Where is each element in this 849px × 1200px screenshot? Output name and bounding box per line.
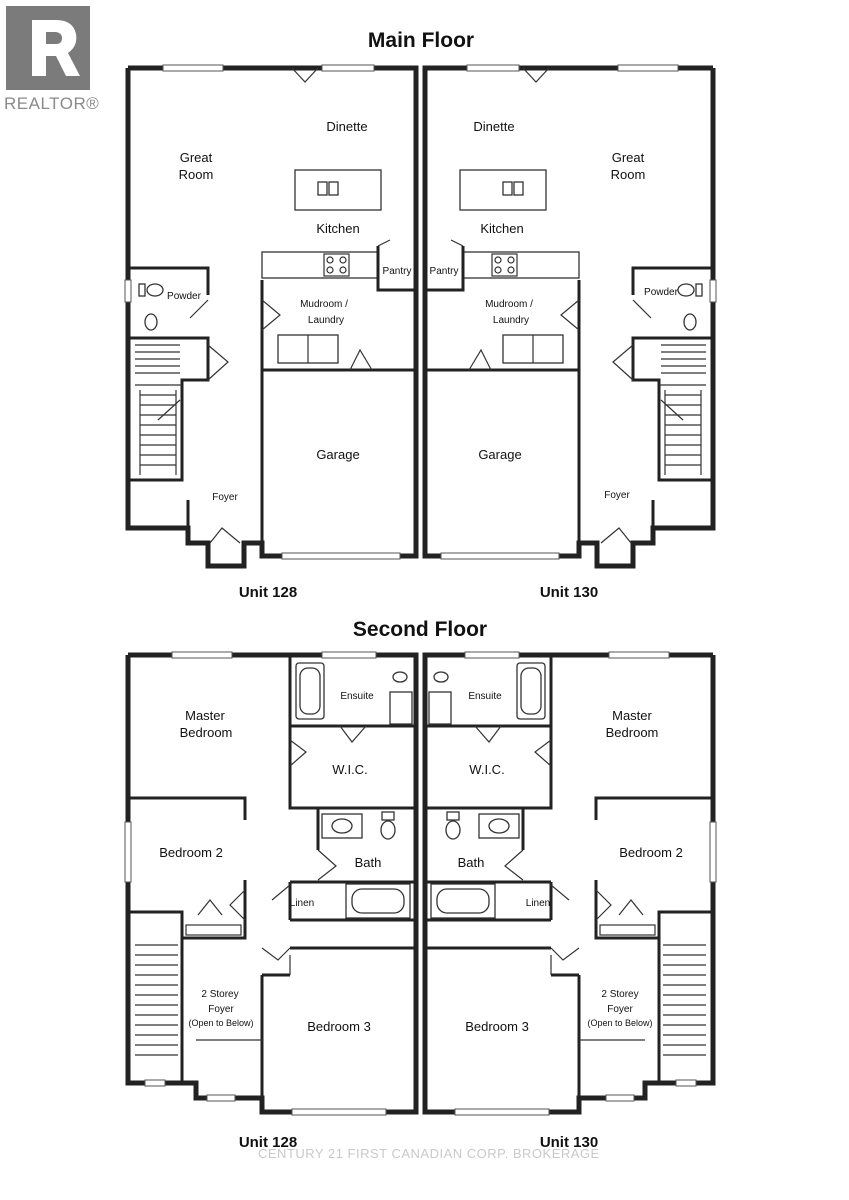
label-master-bedroom: Master <box>612 708 652 723</box>
main-floor-unit-130 <box>425 65 716 566</box>
label-pantry: Pantry <box>383 266 412 277</box>
label-bedroom-3: Bedroom 3 <box>465 1019 529 1034</box>
label-mudroom: Mudroom / <box>485 299 533 310</box>
label-linen: Linen <box>290 898 314 909</box>
unit-label: Unit 130 <box>540 584 598 601</box>
label-great-room: Great <box>180 150 213 165</box>
label-wic: W.I.C. <box>332 762 367 777</box>
label-linen: Linen <box>526 898 550 909</box>
main-floor-unit-128 <box>125 65 416 566</box>
label-bedroom-2: Bedroom 2 <box>159 845 223 860</box>
label-two-storey-foyer: (Open to Below) <box>587 1018 652 1028</box>
label-two-storey-foyer: (Open to Below) <box>188 1018 253 1028</box>
label-master-bedroom: Bedroom <box>606 725 659 740</box>
second-floor-unit-128 <box>125 652 416 1115</box>
label-kitchen: Kitchen <box>480 221 523 236</box>
label-powder: Powder <box>167 291 202 302</box>
label-ensuite: Ensuite <box>340 691 374 702</box>
label-dinette: Dinette <box>473 119 514 134</box>
label-dinette: Dinette <box>326 119 367 134</box>
realtor-logo-text: REALTOR® <box>4 94 100 113</box>
label-foyer: Foyer <box>604 490 630 501</box>
label-great-room: Room <box>611 167 646 182</box>
label-garage: Garage <box>478 447 521 462</box>
label-powder: Powder <box>644 287 679 298</box>
unit-label: Unit 128 <box>239 1134 297 1151</box>
label-bedroom-3: Bedroom 3 <box>307 1019 371 1034</box>
label-master-bedroom: Master <box>185 708 225 723</box>
second-floor-title: Second Floor <box>353 618 487 641</box>
label-mudroom: Laundry <box>493 315 529 326</box>
label-bath: Bath <box>355 855 382 870</box>
label-foyer: Foyer <box>212 492 238 503</box>
label-kitchen: Kitchen <box>316 221 359 236</box>
unit-label: Unit 128 <box>239 584 297 601</box>
label-bath: Bath <box>458 855 485 870</box>
label-two-storey-foyer: Foyer <box>607 1004 633 1015</box>
label-ensuite: Ensuite <box>468 691 502 702</box>
label-great-room: Room <box>179 167 214 182</box>
label-garage: Garage <box>316 447 359 462</box>
label-two-storey-foyer: 2 Storey <box>601 989 638 1000</box>
label-mudroom: Mudroom / <box>300 299 348 310</box>
label-master-bedroom: Bedroom <box>180 725 233 740</box>
label-two-storey-foyer: Foyer <box>208 1004 234 1015</box>
label-wic: W.I.C. <box>469 762 504 777</box>
unit-label: Unit 130 <box>540 1134 598 1151</box>
label-great-room: Great <box>612 150 645 165</box>
main-floor-title: Main Floor <box>368 29 474 52</box>
label-bedroom-2: Bedroom 2 <box>619 845 683 860</box>
realtor-logo-icon <box>6 6 90 90</box>
label-mudroom: Laundry <box>308 315 344 326</box>
brokerage-watermark: CENTURY 21 FIRST CANADIAN CORP. BROKERAG… <box>258 1146 600 1161</box>
second-floor-unit-130 <box>425 652 716 1115</box>
label-two-storey-foyer: 2 Storey <box>201 989 238 1000</box>
label-pantry: Pantry <box>430 266 459 277</box>
